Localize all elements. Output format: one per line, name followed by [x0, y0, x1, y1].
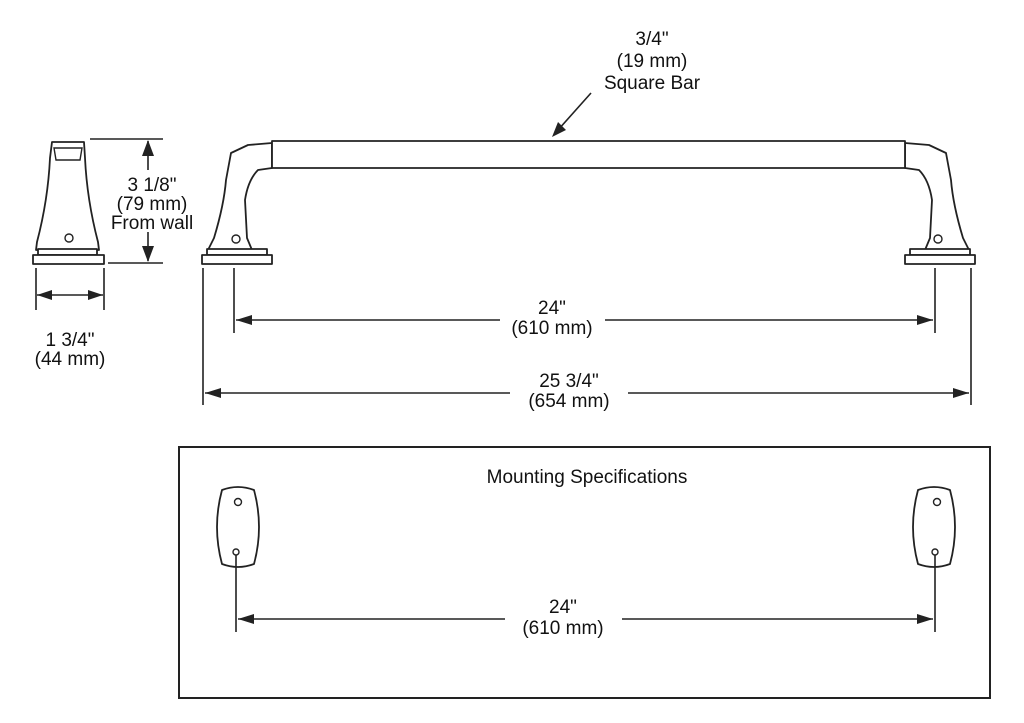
mounting-title: Mounting Specifications — [487, 467, 688, 488]
base-width-line1: 1 3/4" — [45, 330, 94, 351]
bar-spec-line2: (19 mm) — [617, 51, 688, 72]
center-dim-line2: (610 mm) — [511, 318, 592, 339]
mounting-dim-line2: (610 mm) — [522, 618, 603, 639]
bar-spec-line1: 3/4" — [635, 29, 668, 50]
base-width-line2: (44 mm) — [35, 349, 106, 370]
mounting-dim-line1: 24" — [549, 597, 577, 618]
side-view — [32, 138, 163, 310]
height-dim-line3: From wall — [111, 213, 193, 234]
bar-spec-line3: Square Bar — [604, 73, 701, 94]
mounting-specifications-panel — [178, 446, 991, 699]
overall-dim-line1: 25 3/4" — [539, 371, 599, 392]
height-dim-line1: 3 1/8" — [127, 175, 176, 196]
overall-dim-line2: (654 mm) — [528, 391, 609, 412]
height-dim-line2: (79 mm) — [117, 194, 188, 215]
front-view — [201, 92, 976, 405]
center-dim-line1: 24" — [538, 298, 566, 319]
